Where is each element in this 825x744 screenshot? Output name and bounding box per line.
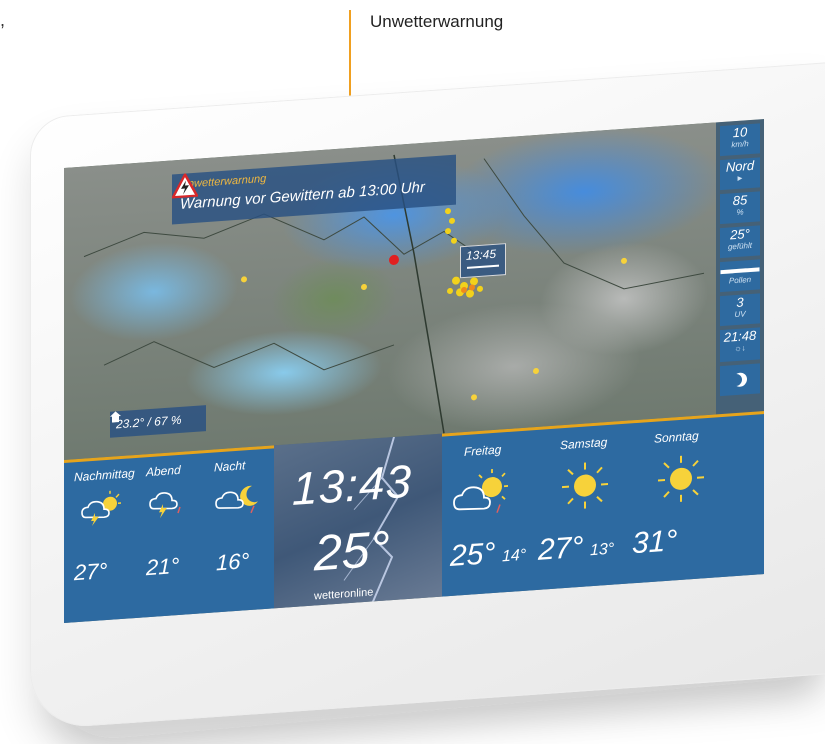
- lightning-warning-icon: [172, 173, 198, 199]
- forecast-temp-afternoon: 27°: [74, 558, 107, 586]
- sunset-time: 21:48: [720, 327, 760, 345]
- radar-time: 13:45: [466, 247, 496, 263]
- day-label-saturday: Samstag: [560, 435, 607, 452]
- day-min-saturday: 13°: [590, 541, 614, 561]
- day-label-sunday: Sonntag: [654, 429, 699, 446]
- weather-radar-map[interactable]: Unwetterwarnung Warnung vor Gewittern ab…: [64, 122, 716, 460]
- daily-forecast-panel[interactable]: Freitag Samstag Sonntag: [442, 411, 764, 607]
- wind-direction-value: Nord: [720, 157, 760, 175]
- device-screen: Unwetterwarnung Warnung vor Gewittern ab…: [64, 119, 764, 623]
- forecast-label-evening: Abend: [146, 463, 181, 479]
- thunderstorm-icon: [148, 484, 188, 523]
- uv-label: UV: [720, 308, 760, 320]
- forecast-temp-night: 16°: [216, 548, 249, 576]
- day-min-friday: 14°: [502, 547, 526, 567]
- indoor-value: 23.2° / 67 %: [116, 413, 182, 432]
- location-marker: [389, 255, 399, 266]
- uv-tile[interactable]: 3 UV: [720, 293, 760, 326]
- thunderstorm-moon-icon: [214, 479, 262, 518]
- current-conditions-panel[interactable]: 13:43 25° wetteronline: [274, 434, 442, 616]
- forecast-temp-evening: 21°: [146, 553, 179, 581]
- moon-phase-icon: [731, 370, 749, 389]
- forecast-label-afternoon: Nachmittag: [74, 466, 135, 484]
- wind-direction-tile[interactable]: Nord ►: [720, 157, 760, 190]
- partly-cloudy-icon: [452, 465, 516, 519]
- humidity-unit: %: [720, 206, 760, 218]
- feels-like-tile[interactable]: 25° gefühlt: [720, 225, 760, 258]
- day-max-sunday: 31°: [632, 524, 677, 561]
- feels-like-unit: gefühlt: [720, 240, 760, 252]
- radar-time-bar: [467, 265, 499, 269]
- day-max-friday: 25°: [450, 537, 495, 574]
- pollen-bars-icon: ▬▬▬: [720, 259, 760, 277]
- day-label-friday: Freitag: [464, 442, 501, 459]
- home-icon: [110, 411, 121, 423]
- moon-phase-tile[interactable]: [720, 363, 760, 396]
- day-max-saturday: 27°: [538, 531, 583, 568]
- radar-time-marker[interactable]: 13:45: [460, 243, 506, 278]
- thunderstorm-sun-icon: [80, 489, 124, 528]
- current-time: 13:43: [292, 454, 412, 516]
- wind-speed-unit: km/h: [720, 138, 760, 150]
- humidity-tile[interactable]: 85 %: [720, 191, 760, 224]
- forecast-label-night: Nacht: [214, 458, 245, 474]
- side-info-panel: 10 km/h Nord ► 85 % 25° gefühlt ▬▬▬ Poll…: [716, 119, 764, 414]
- sun-icon: [560, 459, 610, 512]
- sunset-tile[interactable]: 21:48 ☼↓: [720, 327, 760, 362]
- today-forecast-panel[interactable]: Nachmittag Abend Nacht 27° 21° 16°: [64, 445, 274, 623]
- wind-speed-tile[interactable]: 10 km/h: [720, 123, 760, 156]
- pollen-tile[interactable]: ▬▬▬ Pollen: [720, 259, 760, 292]
- current-temperature: 25°: [314, 519, 390, 582]
- callout-label: Unwetterwarnung: [370, 12, 503, 32]
- edge-punctuation: ,: [0, 10, 5, 31]
- sun-icon: [656, 452, 706, 505]
